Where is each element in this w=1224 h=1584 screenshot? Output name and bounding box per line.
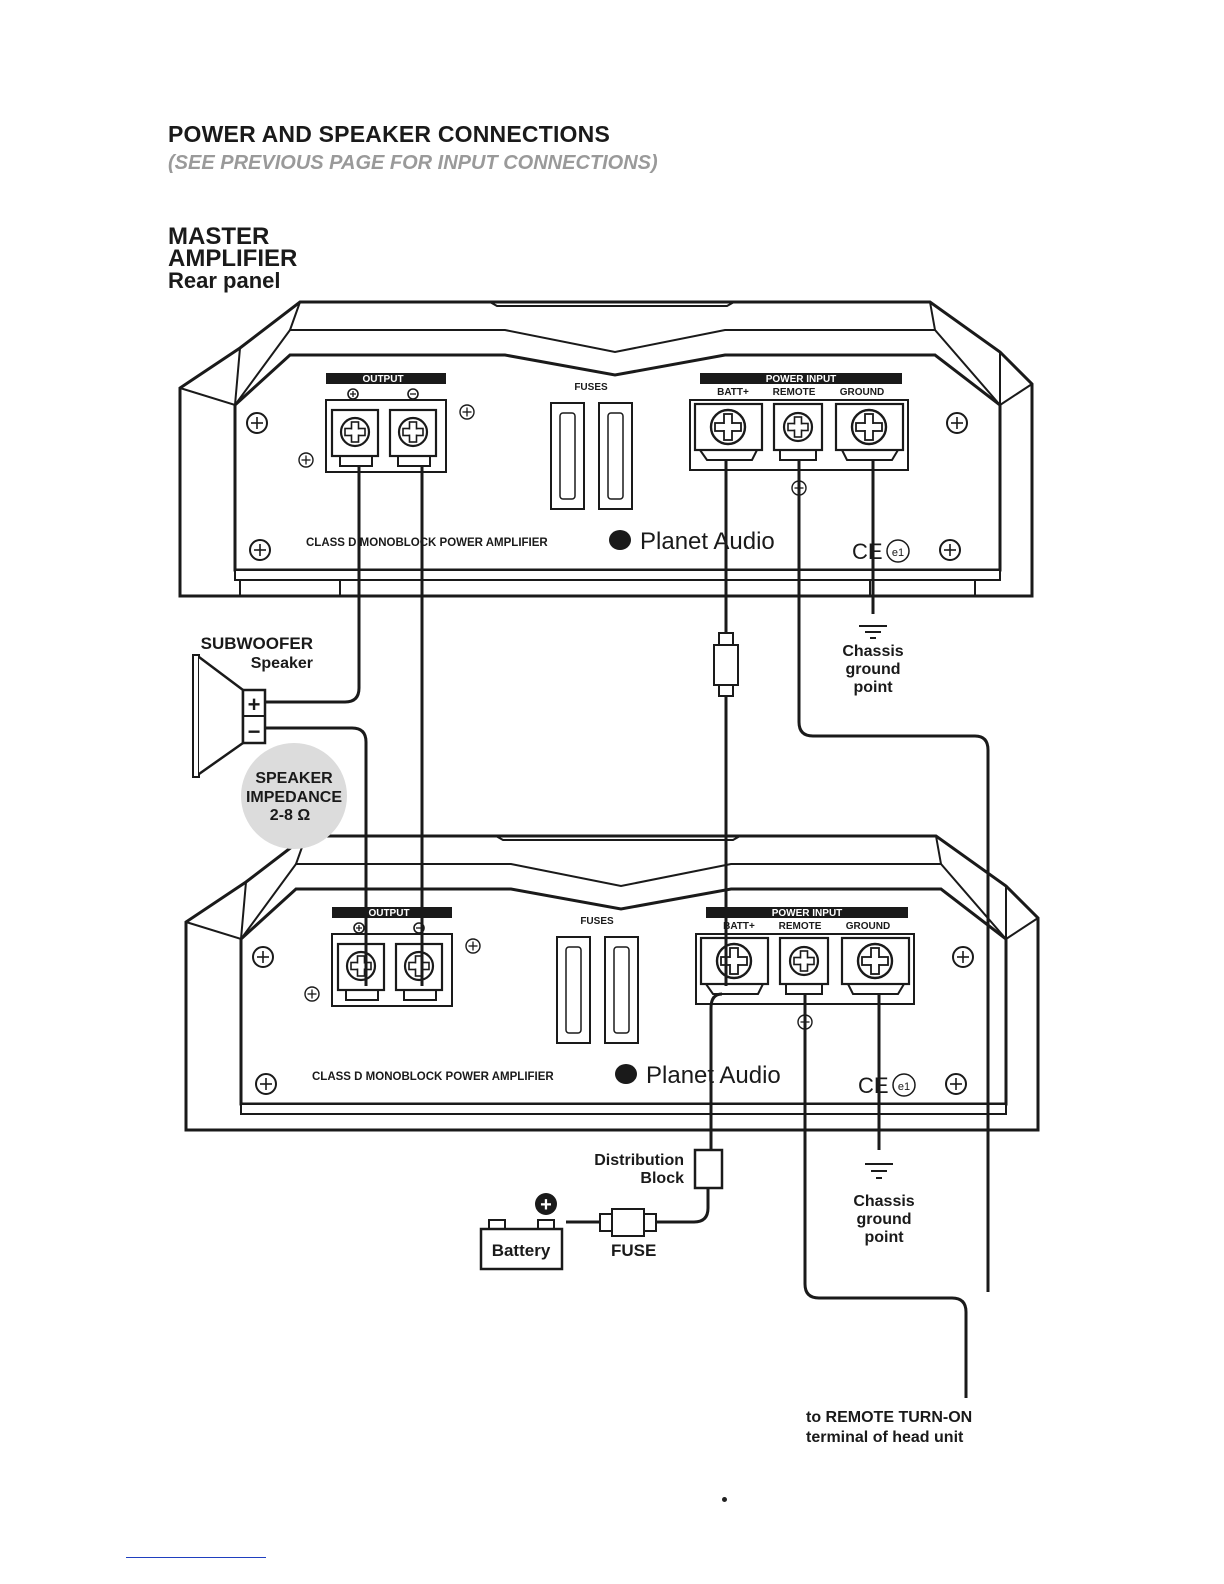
power-input-label: POWER INPUT bbox=[766, 374, 837, 385]
master-label-line2: AMPLIFIER bbox=[168, 245, 298, 272]
brand-text: Planet Audio bbox=[646, 1062, 781, 1089]
output-label: OUTPUT bbox=[362, 374, 403, 385]
planet-audio-logo-icon bbox=[609, 530, 631, 550]
ground-label: GROUND bbox=[840, 387, 884, 398]
distribution-block-icon bbox=[693, 1148, 724, 1190]
footer-rule bbox=[126, 1557, 266, 1558]
planet-audio-logo-icon bbox=[615, 1064, 637, 1084]
fuses-label: FUSES bbox=[580, 916, 614, 927]
page-subtitle: (SEE PREVIOUS PAGE FOR INPUT CONNECTIONS… bbox=[168, 152, 658, 174]
remote-turn-on-line2: terminal of head unit bbox=[806, 1429, 964, 1446]
speaker-title: SUBWOOFER bbox=[200, 634, 313, 653]
fuse-label: FUSE bbox=[611, 1241, 657, 1260]
chassis-line3: point bbox=[864, 1229, 904, 1246]
batt-label: BATT+ bbox=[717, 387, 749, 398]
output-label: OUTPUT bbox=[368, 908, 409, 919]
page-title: POWER AND SPEAKER CONNECTIONS bbox=[168, 121, 610, 147]
e-mark: e1 bbox=[898, 1081, 910, 1093]
chassis-line3: point bbox=[853, 679, 893, 696]
ce-mark: CE bbox=[858, 1073, 889, 1098]
model-text: CLASS D MONOBLOCK POWER AMPLIFIER bbox=[306, 537, 548, 549]
battery-icon: + Battery bbox=[479, 1193, 564, 1271]
chassis-ground-top: Chassis ground point bbox=[826, 643, 920, 697]
chassis-line2: ground bbox=[856, 1211, 912, 1228]
brand-text: Planet Audio bbox=[640, 528, 775, 555]
fuses-label: FUSES bbox=[574, 382, 608, 393]
remote-turn-on-line1: to REMOTE TURN-ON bbox=[806, 1409, 973, 1426]
speaker-minus: − bbox=[248, 719, 261, 744]
speaker-subtitle: Speaker bbox=[250, 655, 313, 672]
wire-dist-to-fuse bbox=[656, 1188, 710, 1224]
power-input-label: POWER INPUT bbox=[772, 908, 843, 919]
ground-symbol-icon bbox=[865, 1163, 893, 1179]
impedance-line3: 2-8 Ω bbox=[270, 807, 311, 824]
wire-slave-remote bbox=[803, 994, 968, 1398]
ce-mark: CE bbox=[852, 539, 883, 564]
wires bbox=[265, 460, 990, 1398]
batt-label: BATT+ bbox=[723, 921, 755, 932]
ground-symbol-icon bbox=[859, 625, 887, 639]
page-marker bbox=[722, 1497, 727, 1502]
battery-label: Battery bbox=[492, 1241, 551, 1260]
impedance-line2: IMPEDANCE bbox=[246, 789, 342, 806]
impedance-line1: SPEAKER bbox=[255, 770, 333, 787]
chassis-line1: Chassis bbox=[853, 1193, 915, 1210]
wire-speaker-negative bbox=[265, 726, 368, 986]
remote-turn-on-label: to REMOTE TURN-ON terminal of head unit bbox=[806, 1408, 972, 1448]
slave-amplifier: OUTPUT FUSES POWER INPUT BATT+ REMOTE GR… bbox=[184, 834, 1040, 1132]
inline-fuse-icon bbox=[713, 644, 739, 686]
wire-slave-batt bbox=[709, 992, 723, 1150]
chassis-line2: ground bbox=[845, 661, 901, 678]
inline-fuse-holder-bottom bbox=[718, 684, 734, 697]
ground-label: GROUND bbox=[846, 921, 890, 932]
e-mark: e1 bbox=[892, 547, 904, 559]
master-amplifier: OUTPUT FUSES POWER INPUT BATT+ REMOTE GR… bbox=[178, 300, 1034, 598]
distribution-line2: Block bbox=[640, 1170, 684, 1187]
inline-fuse-holder-top bbox=[718, 632, 734, 646]
wire-master-remote bbox=[797, 460, 990, 1292]
subwoofer-speaker-icon: + − bbox=[192, 654, 267, 778]
distribution-block-label: Distribution Block bbox=[560, 1152, 684, 1188]
distribution-line1: Distribution bbox=[594, 1152, 684, 1169]
remote-label: REMOTE bbox=[779, 921, 822, 932]
master-label-line1: MASTER bbox=[168, 223, 270, 250]
master-amplifier-label: MASTER AMPLIFIER Rear panel bbox=[168, 223, 298, 293]
chassis-line1: Chassis bbox=[842, 643, 904, 660]
battery-plus: + bbox=[540, 1194, 552, 1216]
fuse-icon bbox=[599, 1208, 657, 1237]
impedance-bubble bbox=[241, 743, 347, 849]
wire-speaker-positive bbox=[265, 466, 361, 704]
master-label-line3: Rear panel bbox=[168, 268, 281, 293]
remote-label: REMOTE bbox=[773, 387, 816, 398]
speaker-plus: + bbox=[248, 692, 261, 717]
chassis-ground-bottom: Chassis ground point bbox=[837, 1193, 931, 1247]
model-text: CLASS D MONOBLOCK POWER AMPLIFIER bbox=[312, 1071, 554, 1083]
